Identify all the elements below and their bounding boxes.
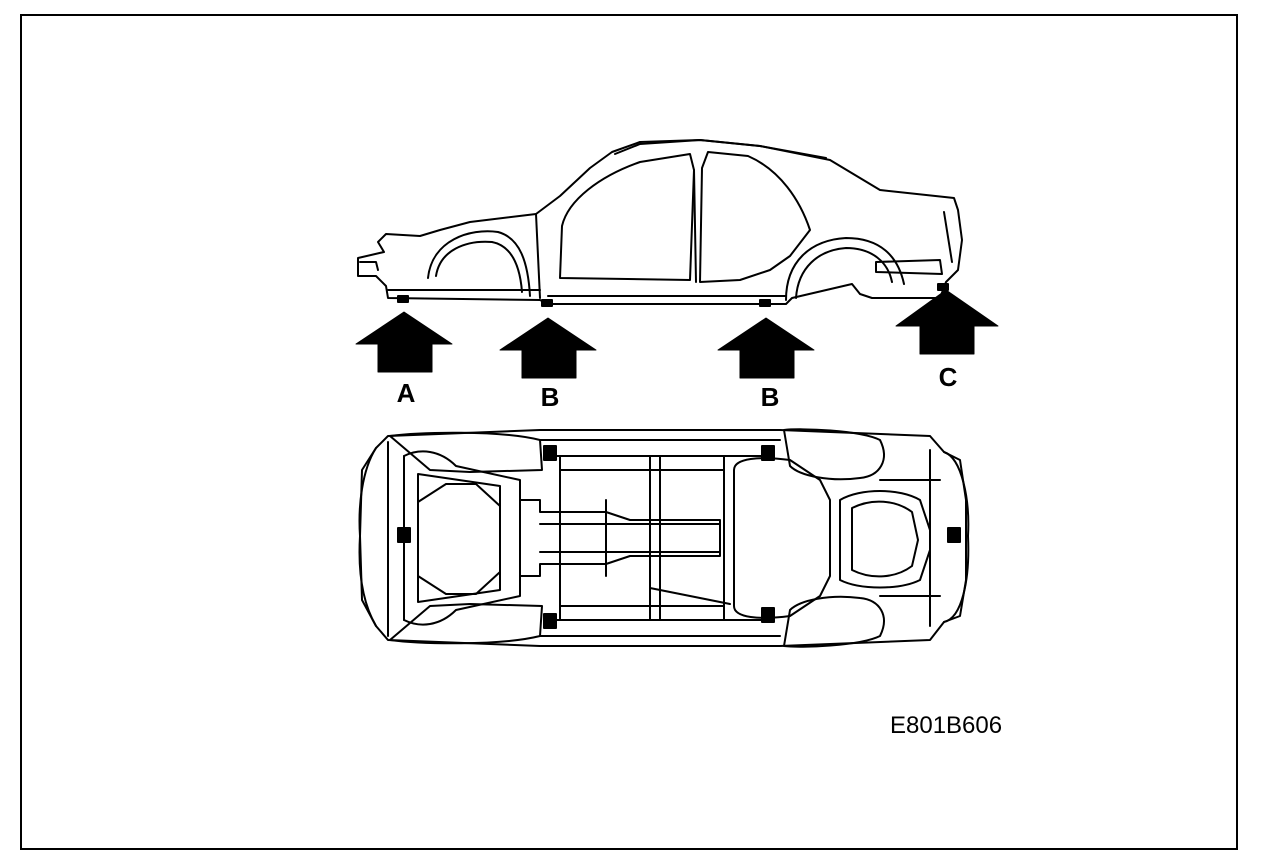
arrow-a [355,311,453,373]
car-side-view [357,139,963,307]
figure-frame [20,14,1238,850]
arrow-b-front [499,317,597,379]
arrow-b-rear [717,317,815,379]
arrow-c [895,289,999,355]
lift-arrows [355,289,999,379]
label-b-rear: B [760,382,780,412]
label-b-front: B [540,382,560,412]
label-a: A [396,378,416,408]
car-bottom-view [358,428,970,648]
label-c: C [938,362,958,392]
figure-code: E801B606 [890,712,1003,739]
